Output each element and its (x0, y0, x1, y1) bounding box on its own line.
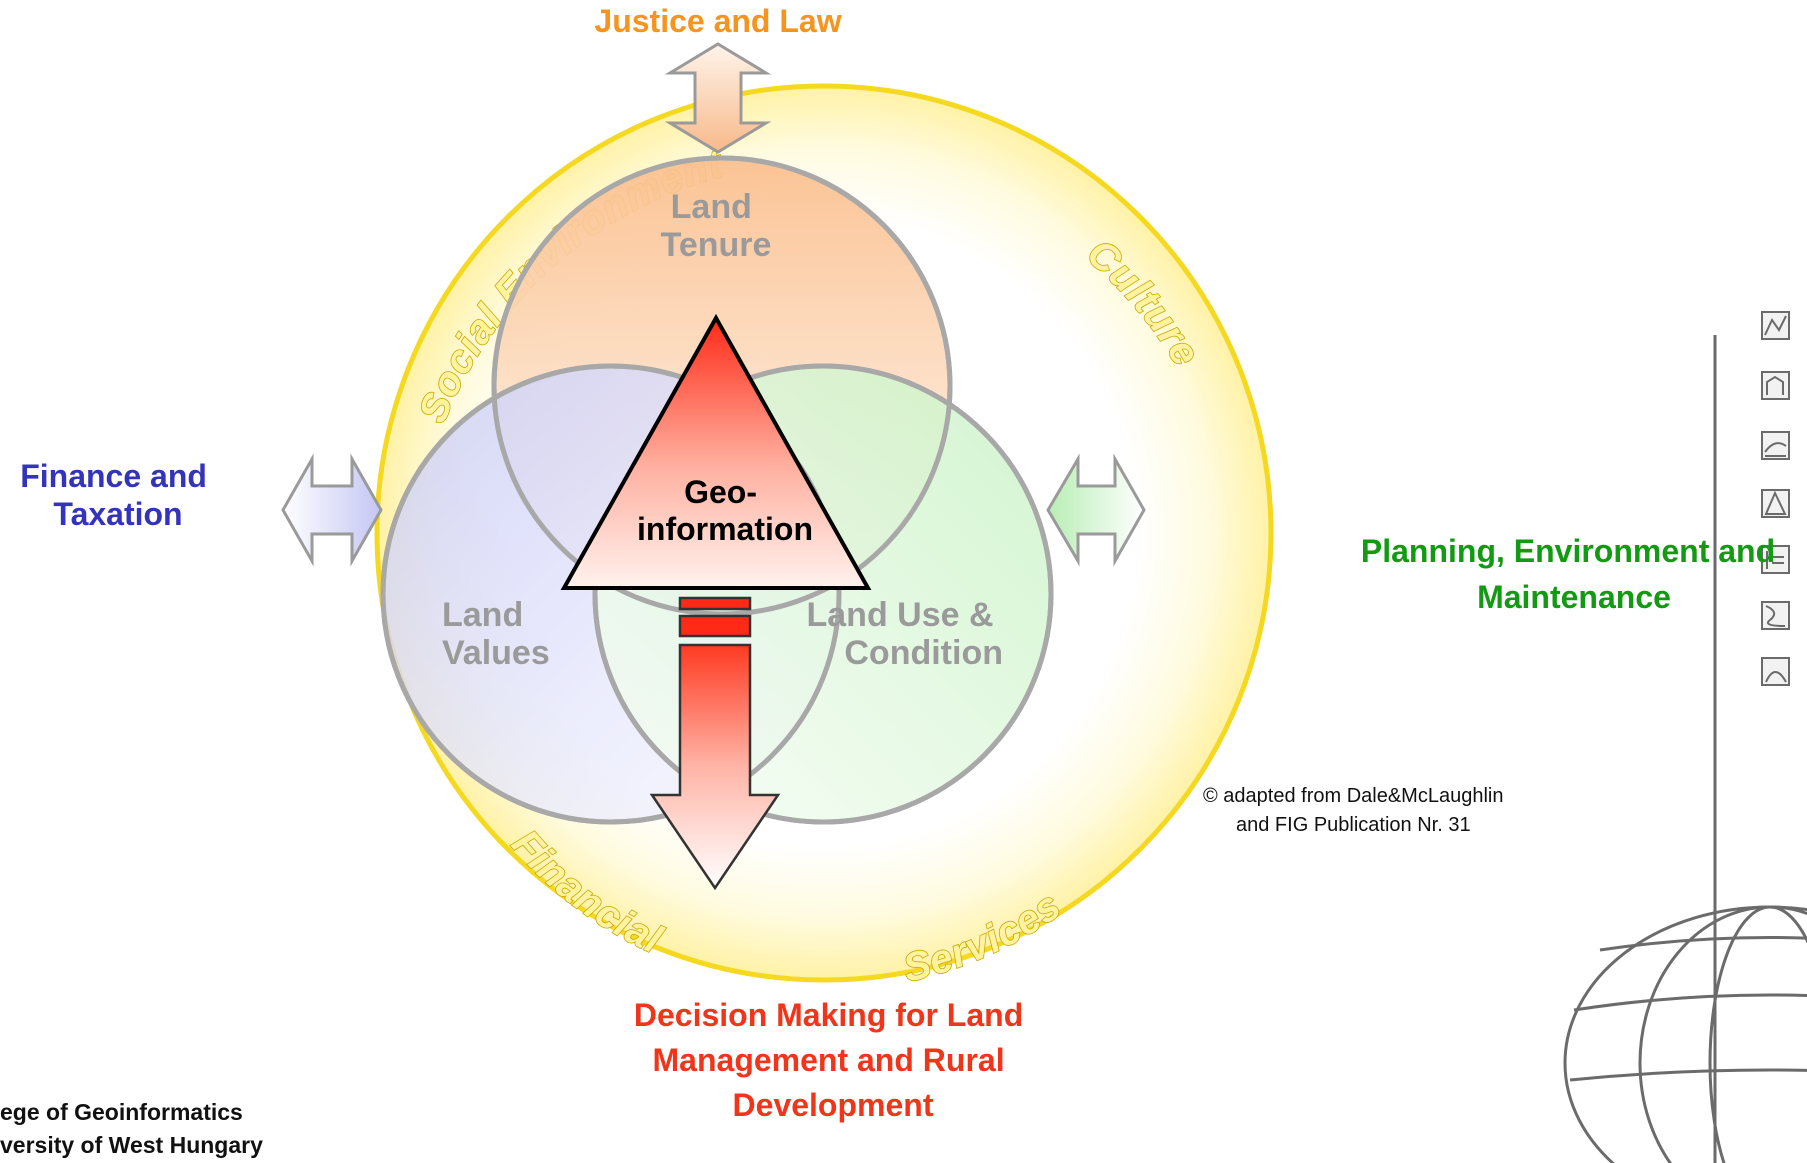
decision-arrow-stripe-1 (678, 596, 752, 611)
decision-down-arrow (649, 596, 781, 891)
justice-double-arrow (664, 42, 772, 154)
credit-line-1: © adapted from Dale&McLaughlin (1203, 785, 1503, 807)
terrain-icon (1761, 601, 1790, 630)
geo-information-triangle (560, 313, 872, 590)
decision-line-1: Decision Making for Land (634, 997, 1023, 1033)
land-use-line-2: Condition (844, 634, 1003, 672)
planning-double-arrow (1046, 453, 1146, 567)
globe-meridian-2 (1708, 905, 1807, 1163)
bridge-icon (1761, 657, 1790, 686)
planning-line-1: Planning, Environment and (1361, 533, 1775, 569)
planning-environment-label: Planning, Environment and (1361, 533, 1775, 569)
pyramid-icon (1761, 489, 1790, 518)
building-icon (1761, 371, 1790, 400)
land-values-label: Land Values (442, 596, 550, 672)
decision-making-label: Decision Making for Land Management and … (634, 997, 1032, 1123)
land-use-line-1: Land Use & (807, 596, 994, 634)
document-icon (1761, 545, 1790, 574)
globe-parallel-2 (1569, 1068, 1807, 1082)
finance-line-2: Taxation (53, 496, 182, 532)
land-values-line-2: Values (442, 634, 550, 672)
land-use-outline (592, 363, 1054, 825)
land-values-line-1: Land (442, 596, 523, 634)
map-icon (1761, 311, 1790, 340)
finance-double-arrow (281, 453, 383, 567)
footer-line-2: versity of West Hungary (0, 1132, 263, 1158)
source-credit: © adapted from Dale&McLaughlin and FIG P… (1203, 785, 1509, 836)
geo-line-1: Geo- (684, 474, 757, 510)
credit-line-2: and FIG Publication Nr. 31 (1236, 814, 1471, 836)
planning-environment-second-label: Maintenance (1477, 579, 1671, 615)
logo-icon-column (1761, 311, 1790, 686)
footer-line-1: ege of Geoinformatics (0, 1099, 243, 1125)
land-tenure-line-1: Land (671, 188, 752, 226)
decision-line-3: Development (733, 1087, 934, 1123)
globe-meridian-1 (1638, 905, 1807, 1163)
justice-and-law-label: Justice and Law (594, 3, 841, 39)
geo-information-label: Geo- information (637, 474, 813, 547)
land-use-label: Land Use & Condition (807, 596, 1004, 672)
decision-line-2: Management and Rural (653, 1042, 1005, 1078)
decision-arrow-stripe-2 (678, 614, 752, 638)
landscape-icon (1761, 431, 1790, 460)
land-tenure-label: Land Tenure (661, 188, 772, 264)
globe-parallel-1 (1573, 993, 1807, 1012)
planning-line-2: Maintenance (1477, 579, 1671, 615)
finance-line-1: Finance and (20, 458, 207, 494)
land-tenure-line-2: Tenure (661, 226, 772, 264)
university-logo-graphic (1563, 335, 1807, 1163)
geo-line-2: information (637, 511, 813, 547)
decision-arrow-body (649, 643, 781, 891)
finance-and-taxation-label: Finance and Taxation (20, 458, 216, 532)
land-tenure-outline (491, 155, 953, 617)
land-values-outline (380, 363, 842, 825)
globe-parallel-3 (1599, 936, 1807, 952)
venn-outlines (380, 155, 1054, 825)
institution-footer: ege of Geoinformatics versity of West Hu… (0, 1099, 263, 1158)
